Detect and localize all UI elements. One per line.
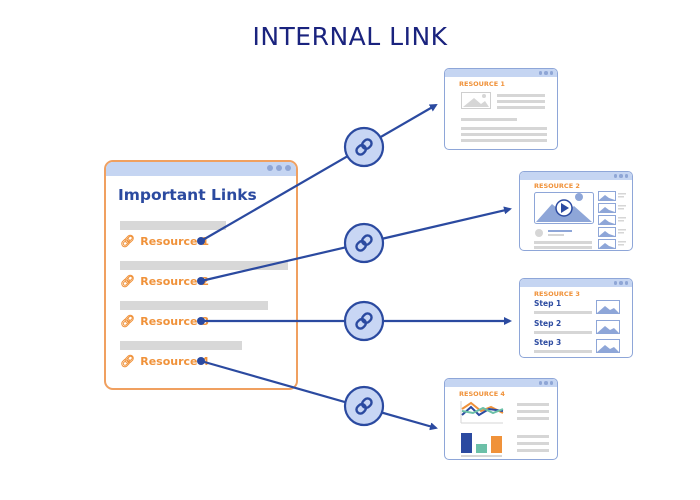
line-chart-icon [460, 401, 504, 424]
text-placeholder [120, 221, 226, 230]
bar-chart-icon [461, 433, 502, 457]
image-placeholder-icon [596, 339, 620, 353]
resource-label: RESOURCE 2 [534, 182, 580, 190]
anchor-dot [197, 237, 205, 245]
connector-1 [197, 103, 438, 245]
resource-card-1[interactable]: RESOURCE 1 [444, 68, 558, 150]
text-placeholder [120, 341, 242, 350]
anchor-dot [197, 317, 205, 325]
resource-link-label: Resource 3 [140, 314, 209, 328]
link-chain-icon: 🔗︎ [120, 314, 136, 328]
link-chain-icon: 🔗︎ [120, 234, 136, 248]
link-badge-4 [343, 385, 385, 427]
image-placeholder-icon [596, 300, 620, 314]
avatar-placeholder [535, 229, 572, 237]
step-label: Step 2 [534, 319, 562, 328]
resource-card-3[interactable]: RESOURCE 3 Step 1 Step 2 Step 3 [519, 278, 633, 358]
text-placeholder [120, 261, 288, 270]
anchor-dot [197, 277, 205, 285]
diagram-title: INTERNAL LINK [252, 22, 448, 51]
step-label: Step 3 [534, 338, 562, 347]
image-placeholder-icon [596, 320, 620, 334]
resource-link-3[interactable]: 🔗︎ Resource 3 [120, 314, 209, 328]
resource-card-2[interactable]: RESOURCE 2 [519, 171, 633, 251]
link-chain-icon: 🔗︎ [120, 354, 136, 368]
step-label: Step 1 [534, 299, 562, 308]
thumbnail-list [598, 191, 626, 249]
video-thumbnail-icon [534, 192, 594, 224]
image-placeholder-icon [461, 92, 491, 109]
connector-4 [197, 357, 438, 431]
link-badge-1 [343, 126, 385, 168]
window-bar [520, 172, 632, 180]
link-chain-icon: 🔗︎ [120, 274, 136, 288]
window-bar [520, 279, 632, 287]
window-bar [445, 69, 557, 77]
window-dots [267, 165, 291, 171]
resource-link-label: Resource 4 [140, 354, 209, 368]
resource-link-label: Resource 1 [140, 234, 209, 248]
resource-card-4[interactable]: RESOURCE 4 [444, 378, 558, 460]
anchor-dot [197, 357, 205, 365]
resource-link-1[interactable]: 🔗︎ Resource 1 [120, 234, 209, 248]
link-badge-3 [343, 300, 385, 342]
window-bar [445, 379, 557, 387]
play-icon [561, 203, 569, 213]
resource-link-2[interactable]: 🔗︎ Resource 2 [120, 274, 209, 288]
link-badge-2 [343, 222, 385, 264]
resource-label: RESOURCE 4 [459, 390, 505, 398]
resource-label: RESOURCE 3 [534, 290, 580, 298]
text-placeholder [120, 301, 268, 310]
window-bar [106, 162, 296, 176]
card-heading: Important Links [118, 186, 257, 204]
resource-link-label: Resource 2 [140, 274, 209, 288]
important-links-card: Important Links 🔗︎ Resource 1 🔗︎ Resource … [104, 160, 298, 390]
resource-link-4[interactable]: 🔗︎ Resource 4 [120, 354, 209, 368]
resource-label: RESOURCE 1 [459, 80, 505, 88]
